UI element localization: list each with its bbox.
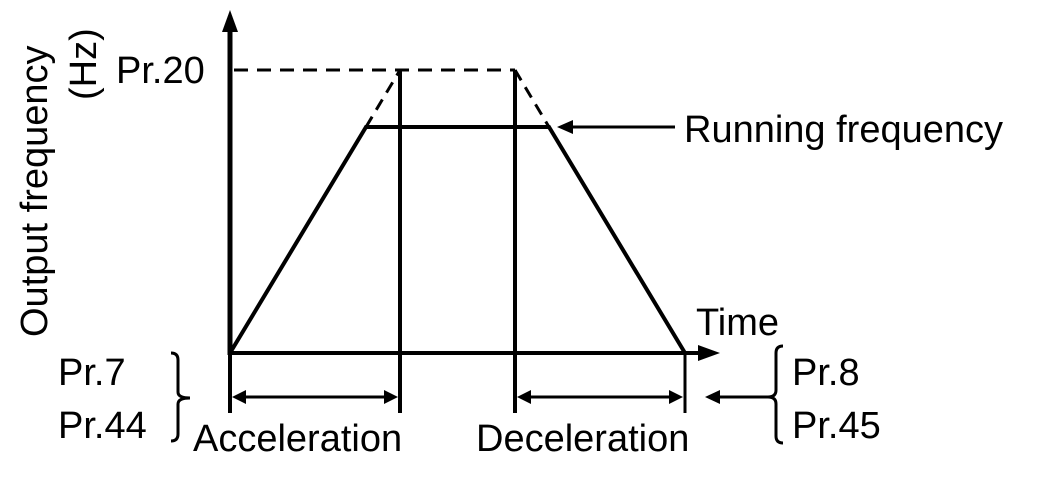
accel-params-brace	[170, 351, 191, 443]
time-axis-label: Time	[696, 302, 779, 344]
y-axis-unit: (Hz)	[63, 28, 105, 100]
decel-arrowhead-right	[669, 390, 683, 404]
accel-param-2: Pr.44	[58, 405, 147, 447]
accel-label: Acceleration	[193, 418, 402, 460]
accel-arrowhead-right	[384, 390, 398, 404]
decel-arrowhead-left	[517, 390, 531, 404]
frequency-profile	[228, 125, 687, 355]
y-axis-label: Output frequency	[14, 45, 56, 337]
y-axis-arrowhead	[222, 10, 238, 32]
decel-param-1: Pr.8	[792, 352, 860, 394]
accel-param-1: Pr.7	[58, 352, 126, 394]
running-freq-arrowhead	[557, 120, 573, 134]
accel-dashed-extension	[364, 69, 402, 128]
x-axis-arrowhead	[698, 345, 720, 361]
accel-arrowhead-left	[232, 390, 246, 404]
decel-label: Deceleration	[476, 418, 689, 460]
decel-params-brace	[767, 344, 784, 445]
decel-param-2: Pr.45	[792, 405, 881, 447]
decel-param-arrowhead	[705, 390, 720, 404]
max-frequency-label: Pr.20	[116, 50, 205, 92]
decel-dashed-extension	[513, 69, 551, 128]
running-frequency-label: Running frequency	[684, 109, 1003, 151]
